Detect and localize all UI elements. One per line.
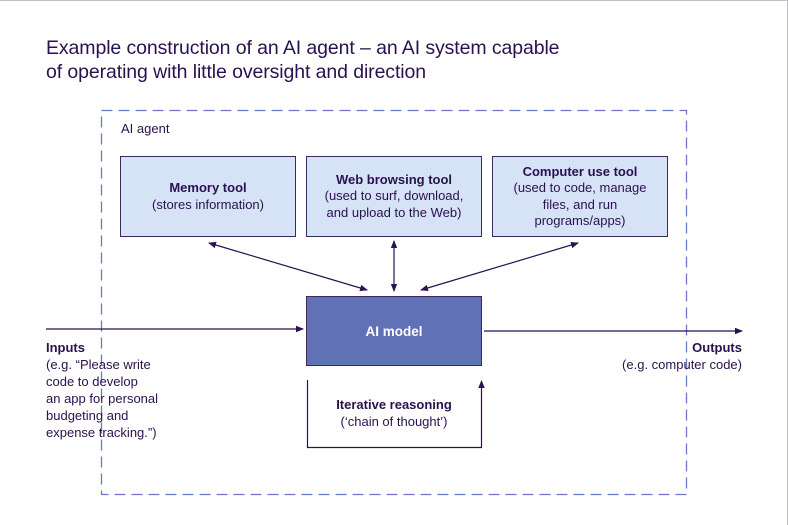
inputs-line-5: expense tracking.”) xyxy=(46,425,157,440)
ai-agent-label: AI agent xyxy=(121,121,170,136)
title-line-1: Example construction of an AI agent – an… xyxy=(46,37,560,59)
computer-use-tool-title: Computer use tool xyxy=(522,163,638,179)
inputs-line-3: an app for personal xyxy=(46,391,159,406)
iterative-reasoning: Iterative reasoning (‘chain of thought’) xyxy=(307,396,481,430)
inputs-line-2: code to develop xyxy=(46,374,138,389)
inputs-line-1: (e.g. “Please write xyxy=(46,357,151,372)
ai-model-box: AI model xyxy=(306,296,482,366)
iterative-reasoning-subtitle: (‘chain of thought’) xyxy=(340,414,448,429)
ai-agent-boundary xyxy=(100,109,688,496)
outputs-line-1: (e.g. computer code) xyxy=(622,357,742,372)
computer-use-tool-desc-2: files, and run xyxy=(542,196,618,212)
memory-tool-title: Memory tool xyxy=(169,180,247,195)
web-browsing-tool-title: Web browsing tool xyxy=(335,171,453,187)
arrow-memory-model xyxy=(208,241,368,292)
iterative-reasoning-title: Iterative reasoning xyxy=(336,397,452,412)
computer-use-tool-desc-3: programs/apps) xyxy=(534,213,626,228)
diagram-title: Example construction of an AI agent – an… xyxy=(46,36,686,84)
computer-use-tool-desc-1: (used to code, manage xyxy=(513,180,647,195)
memory-tool-desc: (stores information) xyxy=(152,196,264,212)
web-browsing-tool-box: Web browsing tool (used to surf, downloa… xyxy=(306,156,482,237)
inputs-title: Inputs xyxy=(46,340,85,355)
frame-top-border xyxy=(0,0,788,1)
outputs-label: Outputs (e.g. computer code) xyxy=(622,339,742,373)
memory-tool-box: Memory tool (stores information) xyxy=(120,156,296,237)
computer-use-tool-box: Computer use tool (used to code, manage … xyxy=(492,156,668,237)
inputs-line-4: budgeting and xyxy=(46,408,129,423)
inputs-label: Inputs (e.g. “Please write code to devel… xyxy=(46,339,216,441)
web-browsing-tool-desc-2: and upload to the Web) xyxy=(326,204,462,220)
reasoning-loop xyxy=(306,380,485,449)
outputs-title: Outputs xyxy=(692,340,742,355)
web-browsing-tool-desc-1: (used to surf, download, xyxy=(324,188,464,204)
ai-model-label: AI model xyxy=(365,323,423,339)
arrow-computer-model xyxy=(420,241,579,292)
title-line-2: of operating with little oversight and d… xyxy=(46,61,427,83)
